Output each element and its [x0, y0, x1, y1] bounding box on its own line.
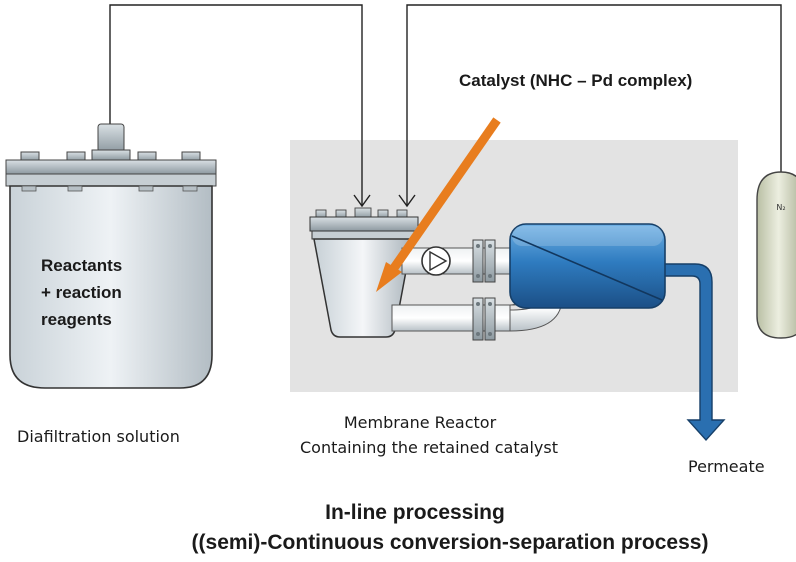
feed-arrowheads	[353, 194, 416, 208]
n2-tank: N₂	[756, 171, 796, 339]
membrane-module	[509, 223, 666, 309]
footer-line2: ((semi)-Continuous conversion-separation…	[191, 531, 709, 554]
pump	[421, 246, 451, 276]
catalyst-label: Catalyst (NHC – Pd complex)	[459, 71, 693, 90]
reactants-label: Reactants + reaction reagents	[41, 252, 122, 333]
reactants-line2: + reaction	[41, 283, 122, 302]
membrane-line2: Containing the retained catalyst	[300, 438, 558, 457]
diafiltration-label: Diafiltration solution	[17, 427, 180, 446]
membrane-reactor-label: Membrane Reactor Containing the retained…	[300, 410, 558, 460]
diafiltration-vessel	[5, 123, 217, 389]
permeate-label: Permeate	[688, 457, 765, 476]
pipe-flanges	[472, 239, 496, 341]
reactants-line3: reagents	[41, 310, 112, 329]
feed-lines	[109, 4, 782, 205]
catalyst-arrow	[376, 117, 501, 292]
permeate-pipe	[659, 263, 726, 442]
footer-caption: In-line processing ((semi)-Continuous co…	[110, 498, 790, 558]
n2-tank-label: N₂	[776, 203, 785, 212]
reactants-line1: Reactants	[41, 256, 123, 275]
footer-line1: In-line processing	[325, 501, 505, 524]
membrane-line1: Membrane Reactor	[343, 413, 497, 432]
